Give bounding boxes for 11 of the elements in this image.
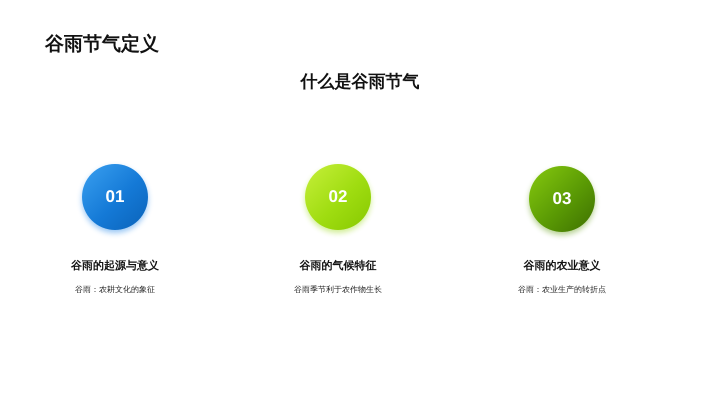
numbered-circle: 01 <box>82 164 148 230</box>
numbered-circle: 03 <box>529 166 595 232</box>
point-heading: 谷雨的起源与意义 <box>71 259 159 273</box>
section-heading: 什么是谷雨节气 <box>300 71 420 93</box>
point-description: 谷雨：农耕文化的象征 <box>75 284 155 295</box>
point-heading: 谷雨的农业意义 <box>524 259 600 273</box>
slide-title: 谷雨节气定义 <box>45 33 159 57</box>
numbered-circle: 02 <box>305 164 371 230</box>
point-heading: 谷雨的气候特征 <box>300 259 376 273</box>
point-description: 谷雨：农业生产的转折点 <box>518 284 606 295</box>
point-description: 谷雨季节利于农作物生长 <box>294 284 382 295</box>
